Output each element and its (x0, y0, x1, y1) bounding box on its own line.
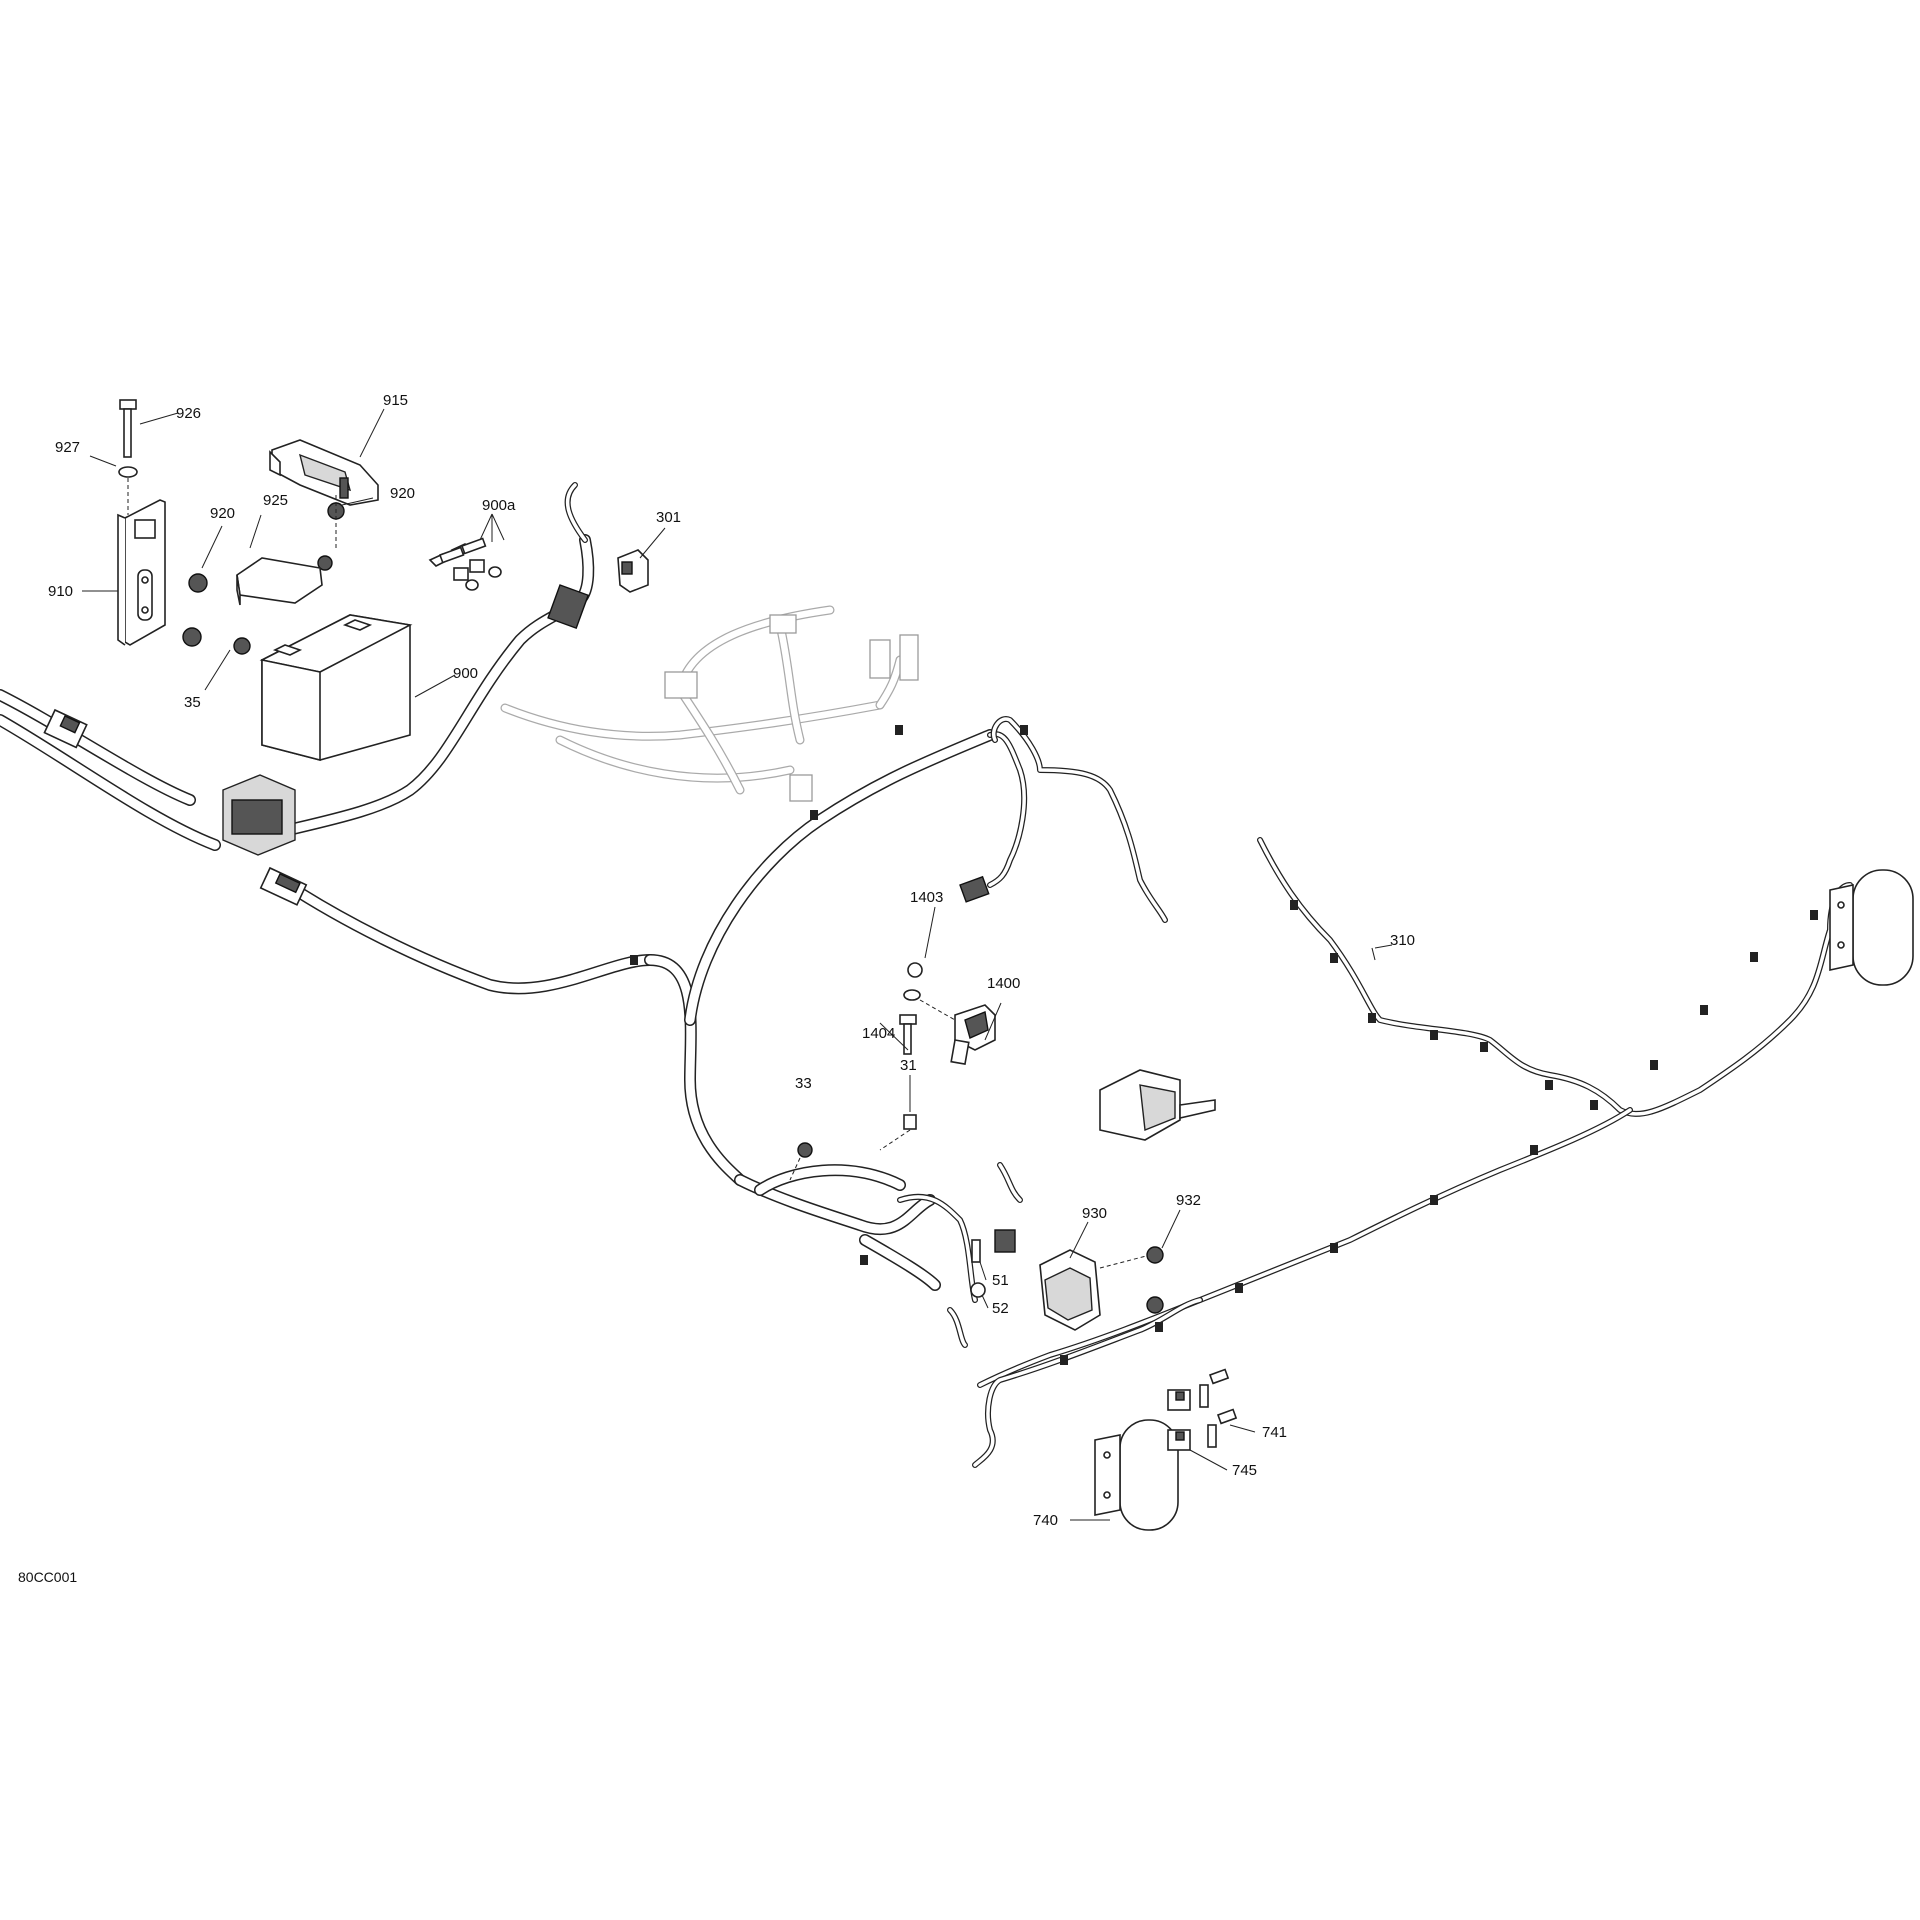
bracket-915 (269, 439, 379, 506)
bolt-31 (879, 1114, 917, 1151)
callout-925: 925 (263, 492, 288, 509)
callout-910: 910 (48, 583, 73, 600)
connector-1403-plug (959, 875, 990, 903)
callout-310: 310 (1390, 932, 1415, 949)
washer-52 (970, 1282, 986, 1298)
fasteners-900a (428, 537, 502, 591)
callout-35: 35 (184, 694, 201, 711)
callout-920: 920 (390, 485, 415, 502)
harness-connector-left (43, 708, 88, 749)
callout-927: 927 (55, 439, 80, 456)
callout-920: 920 (210, 505, 235, 522)
leader-lines (82, 408, 1393, 1521)
callout-31: 31 (900, 1057, 917, 1074)
callout-926: 926 (176, 405, 201, 422)
callout-labels: 926 915 927 920 920 925 900a 301 910 900… (18, 392, 1415, 1585)
battery-strap-910 (117, 499, 166, 646)
callout-740: 740 (1033, 1512, 1058, 1529)
tail-light-740 (1094, 1419, 1179, 1531)
callout-930: 930 (1082, 1205, 1107, 1222)
callout-1400: 1400 (987, 975, 1020, 992)
harness-connector-mid (259, 866, 308, 906)
diagram-code: 80CC001 (18, 1569, 77, 1585)
connector-51 (994, 1229, 1016, 1253)
sensor-1400 (950, 1004, 996, 1066)
callout-915: 915 (383, 392, 408, 409)
callout-900a: 900a (482, 497, 516, 514)
bolts-741 (1199, 1368, 1238, 1448)
callout-52: 52 (992, 1300, 1009, 1317)
callout-301: 301 (656, 509, 681, 526)
axis-930-932 (1099, 1254, 1151, 1269)
tail-light-right (1829, 869, 1914, 986)
fastener-1403 (903, 962, 923, 1001)
rear-wiring-harness (564, 482, 1853, 1468)
callout-932: 932 (1176, 1192, 1201, 1209)
callout-1404: 1404 (862, 1025, 895, 1042)
callout-745: 745 (1232, 1462, 1257, 1479)
connector-301 (617, 549, 649, 593)
bolt-51 (971, 1239, 981, 1263)
cover-925 (236, 557, 323, 606)
nuts-920 (182, 502, 345, 655)
callout-741: 741 (1262, 1424, 1287, 1441)
callout-51: 51 (992, 1272, 1009, 1289)
washer-927 (118, 466, 138, 478)
fuse-box-connector (222, 774, 296, 856)
relay-module (1099, 1069, 1216, 1141)
main-wiring-harness (0, 534, 996, 1291)
ghost-frame-harness (500, 605, 919, 802)
bolt-926 (119, 399, 137, 458)
battery-900 (259, 614, 413, 762)
module-930 (1039, 1249, 1101, 1331)
callout-1403: 1403 (910, 889, 943, 906)
harness-clips (630, 725, 1818, 1365)
axis-1404 (919, 999, 956, 1021)
nut-33 (797, 1142, 813, 1158)
harness-connector-top (547, 584, 590, 630)
callout-33: 33 (795, 1075, 812, 1092)
callout-900: 900 (453, 665, 478, 682)
clips-745 (1167, 1389, 1191, 1451)
grommets-932 (1146, 1246, 1164, 1314)
bolt-1404 (899, 1014, 917, 1055)
